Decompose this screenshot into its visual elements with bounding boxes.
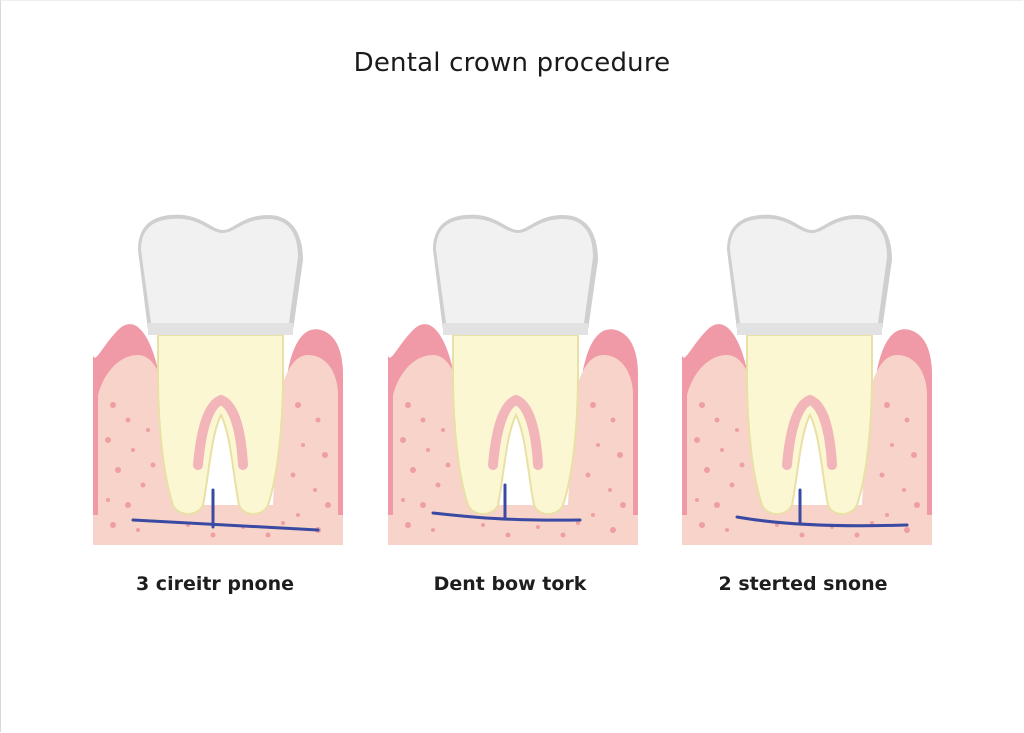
dental-crown (727, 214, 892, 335)
dental-crown (138, 214, 303, 335)
bone-texture-dots (694, 402, 920, 538)
panel-3-caption: 2 sterted snone (718, 573, 888, 595)
bone-texture-dots (105, 402, 331, 538)
diagram-title: Dental crown procedure (353, 48, 671, 78)
dental-crown (433, 214, 598, 335)
panel-2-caption: Dent bow tork (433, 573, 587, 595)
tooth-illustration-2 (388, 214, 638, 545)
tooth-root (157, 334, 284, 515)
tooth-root (746, 334, 873, 515)
tooth-panel-2 (388, 205, 648, 550)
nerve-line (735, 488, 909, 528)
nerve-line (131, 488, 320, 532)
tooth-panel-1 (93, 205, 353, 550)
tooth-illustration-3 (682, 214, 932, 545)
tooth-panel-3 (682, 205, 942, 550)
bone-texture-dots (400, 402, 626, 538)
tooth-root (452, 334, 579, 515)
tooth-illustration-1 (93, 214, 343, 545)
panel-1-caption: 3 cireitr pnone (135, 573, 295, 595)
nerve-line (431, 483, 582, 522)
